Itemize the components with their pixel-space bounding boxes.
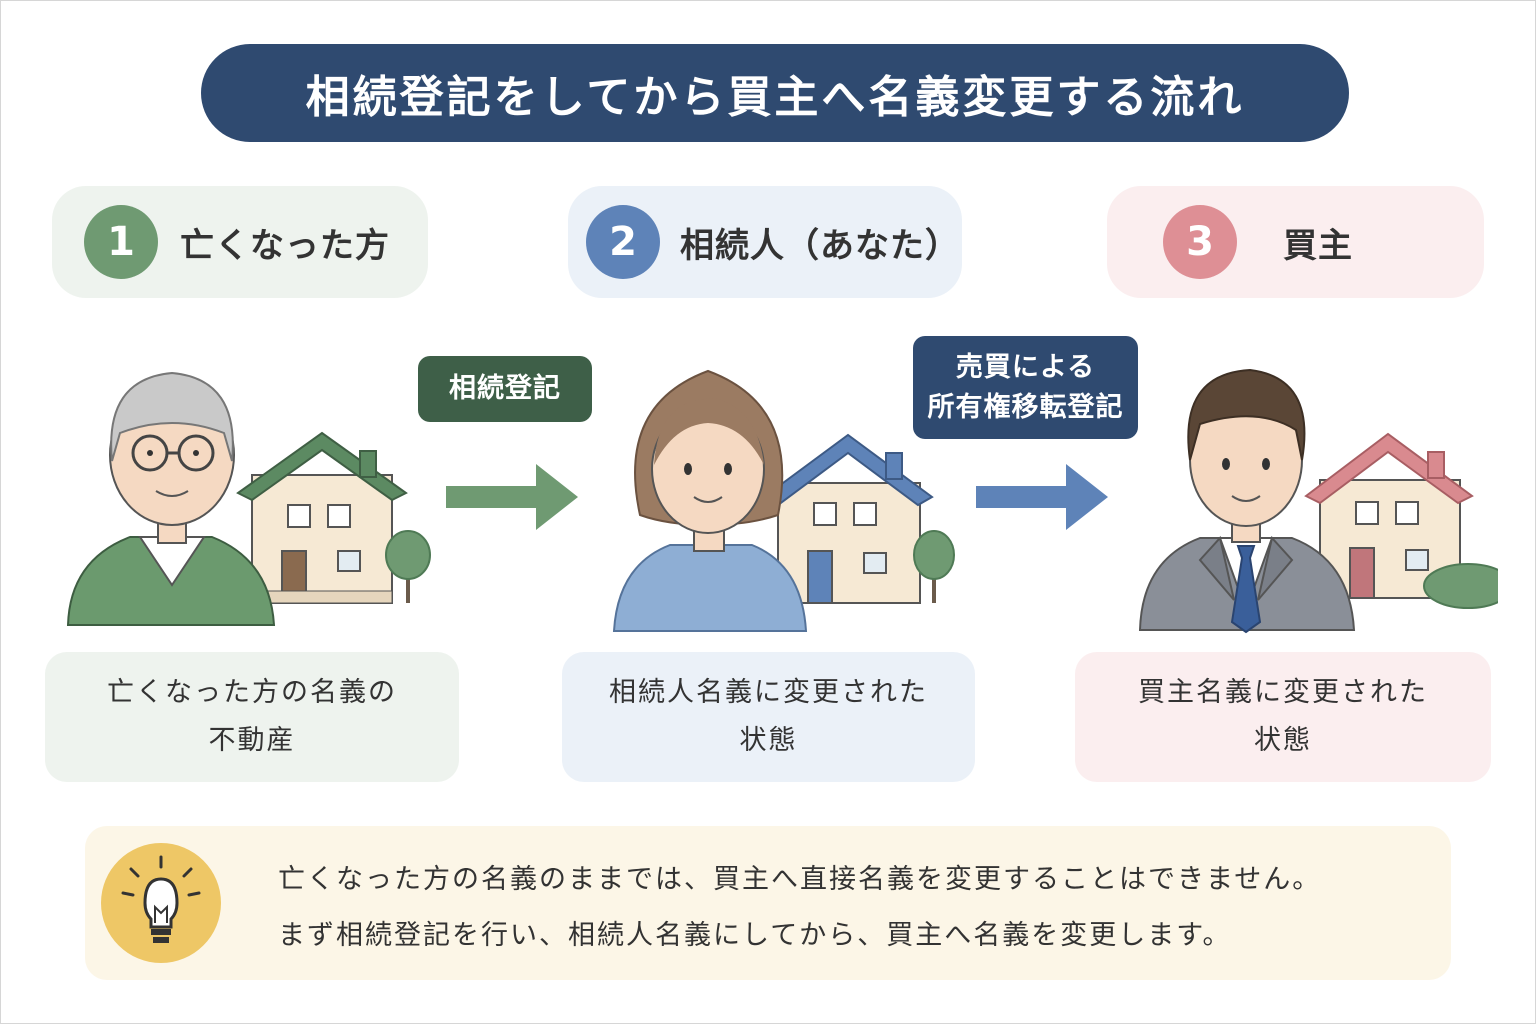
note-line-1: 亡くなった方の名義のままでは、買主へ直接名義を変更することはできません。 [278,864,1322,895]
note-text: 亡くなった方の名義のままでは、買主へ直接名義を変更することはできません。 まず相… [278,852,1321,964]
house-icon [1304,432,1498,609]
note-line-2: まず相続登記を行い、相続人名義にしてから、買主へ名義を変更します。 [278,920,1232,951]
description-line: 相続人名義に変更された [609,677,928,708]
description-line: 亡くなった方の名義の [107,677,397,708]
page-title: 相続登記をしてから買主へ名義変更する流れ [201,44,1349,142]
description-heir: 相続人名義に変更された 状態 [562,652,975,782]
house-icon [236,431,431,604]
buyer-person-house-illustration [1138,368,1498,634]
step-number-2: 2 [586,205,660,279]
step-number-1: 1 [84,205,158,279]
note-box: 亡くなった方の名義のままでは、買主へ直接名義を変更することはできません。 まず相… [85,826,1451,980]
step-label-3: 買主 [1283,225,1353,266]
description-buyer: 買主名義に変更された 状態 [1075,652,1491,782]
tag-line: 売買による [955,351,1096,383]
step-buyer: 3 買主 [1107,186,1484,298]
step-number-3: 3 [1163,205,1237,279]
transfer-registration-tag: 売買による 所有権移転登記 [913,336,1138,439]
arrow-right-icon [446,464,578,530]
inheritance-registration-tag: 相続登記 [418,356,592,422]
heir-person-house-illustration [612,369,955,632]
step-heir: 2 相続人（あなた） [568,186,962,298]
description-line: 状態 [739,725,798,756]
description-deceased: 亡くなった方の名義の 不動産 [45,652,459,782]
lightbulb-icon [101,843,221,963]
description-line: 買主名義に変更された [1138,677,1428,708]
description-line: 状態 [1254,725,1312,756]
tag-line: 相続登記 [449,373,561,404]
house-icon [762,433,955,604]
step-label-2: 相続人（あなた） [680,225,960,266]
step-label-1: 亡くなった方 [180,225,390,266]
description-line: 不動産 [208,725,296,756]
arrow-right-icon [976,464,1108,530]
deceased-person-house-illustration [66,371,431,626]
tag-line: 所有権移転登記 [927,391,1124,423]
step-deceased: 1 亡くなった方 [52,186,428,298]
